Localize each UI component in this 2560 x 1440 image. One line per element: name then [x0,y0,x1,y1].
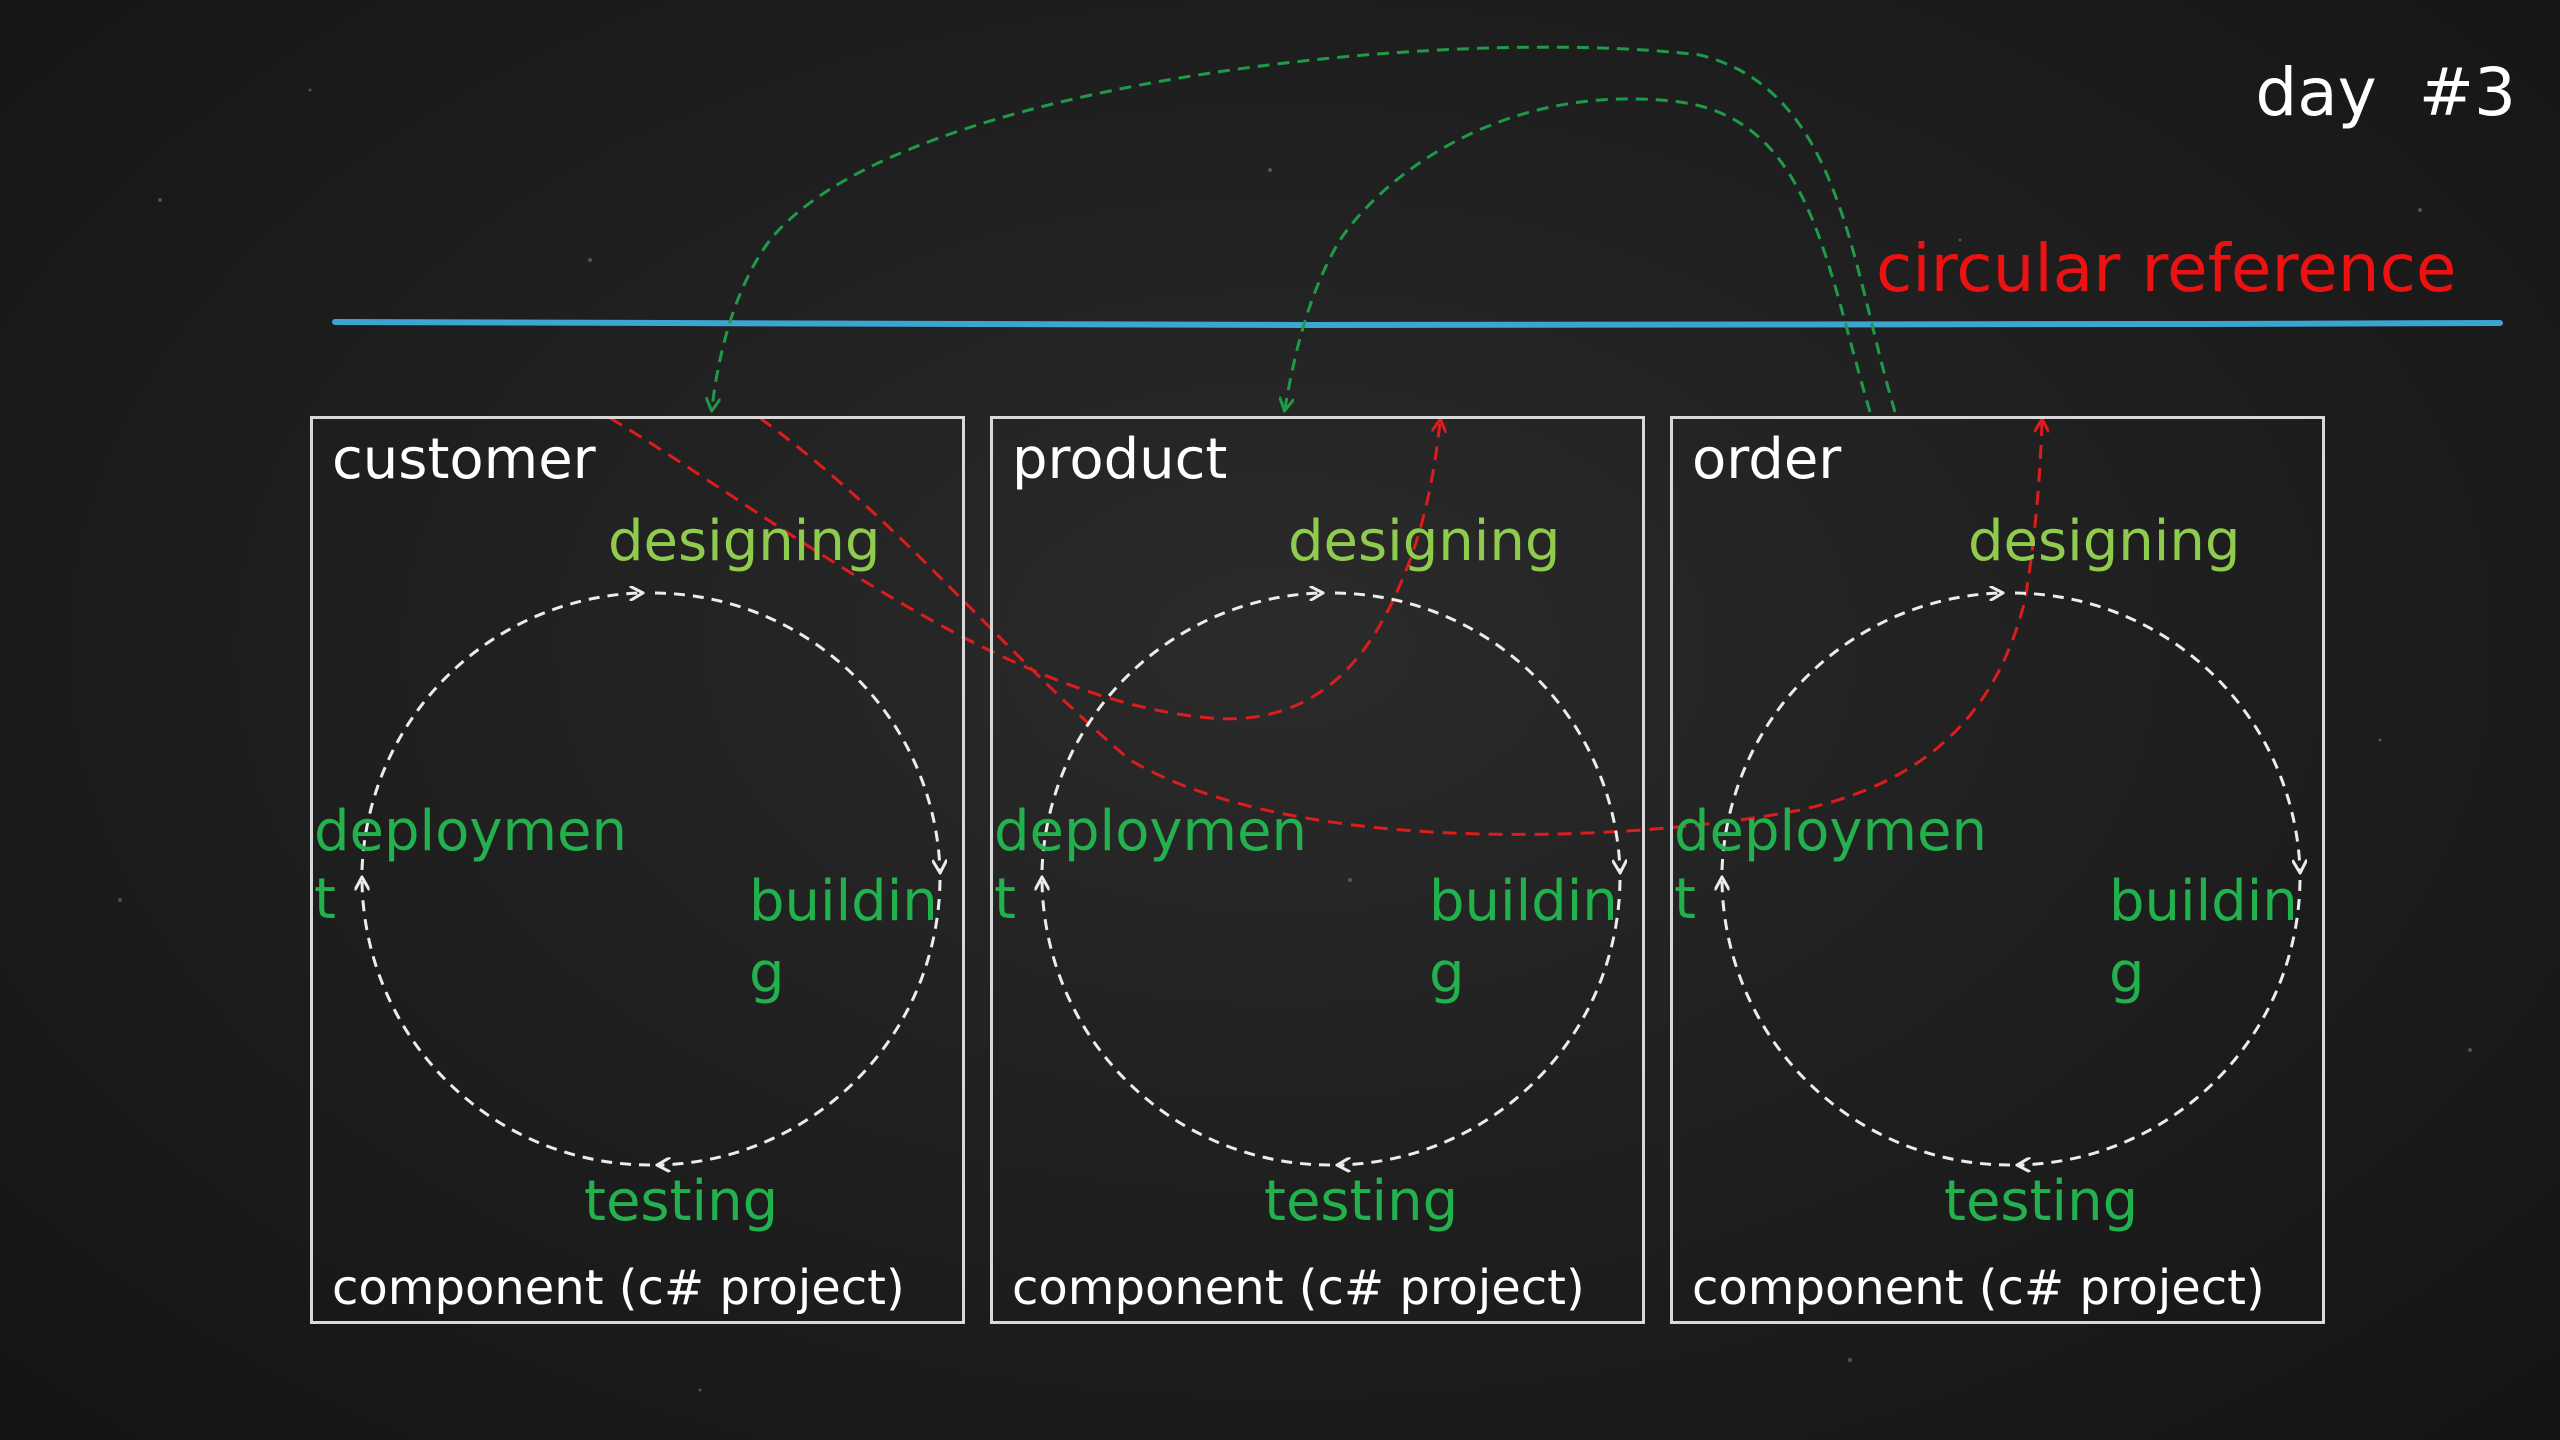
phase-deployment-wrap: t [994,867,1016,932]
component-box-order [1670,416,2325,1324]
phase-deployment: deploymen [994,799,1308,864]
circular-reference-label: circular reference [1876,230,2457,307]
component-caption: component (c# project) [1692,1260,2265,1316]
phase-building: buildin [2109,869,2298,934]
component-title: order [1692,427,1842,492]
circular-arrow-customer-to-product [609,416,1440,721]
phase-deployment-wrap: t [314,867,336,932]
circular-arrow-customer-to-order [759,416,2042,836]
dependency-arrow-order-to-customer [712,45,1897,412]
phase-testing: testing [1944,1169,2139,1234]
divider-line [332,319,2503,329]
phase-building-wrap: g [1429,941,1465,1006]
phase-deployment: deploymen [1674,799,1988,864]
component-caption: component (c# project) [1012,1260,1585,1316]
phase-designing: designing [1288,509,1561,574]
dependency-arrow-order-to-product [1285,97,1872,412]
phase-testing: testing [1264,1169,1459,1234]
lifecycle-cycle-customer [362,593,940,1165]
phase-designing: designing [608,509,881,574]
phase-deployment: deploymen [314,799,628,864]
component-box-product [990,416,1645,1324]
slide-title: day #3 [2255,54,2516,131]
phase-building-wrap: g [2109,941,2145,1006]
phase-designing: designing [1968,509,2241,574]
phase-deployment-wrap: t [1674,867,1696,932]
phase-building: buildin [749,869,938,934]
component-title: product [1012,427,1228,492]
phase-testing: testing [584,1169,779,1234]
phase-building: buildin [1429,869,1618,934]
component-caption: component (c# project) [332,1260,905,1316]
component-box-customer [310,416,965,1324]
lifecycle-cycle-order [1722,593,2300,1165]
chalk-texture [118,88,2472,1392]
phase-building-wrap: g [749,941,785,1006]
lifecycle-cycle-product [1042,593,1620,1165]
component-title: customer [332,427,596,492]
